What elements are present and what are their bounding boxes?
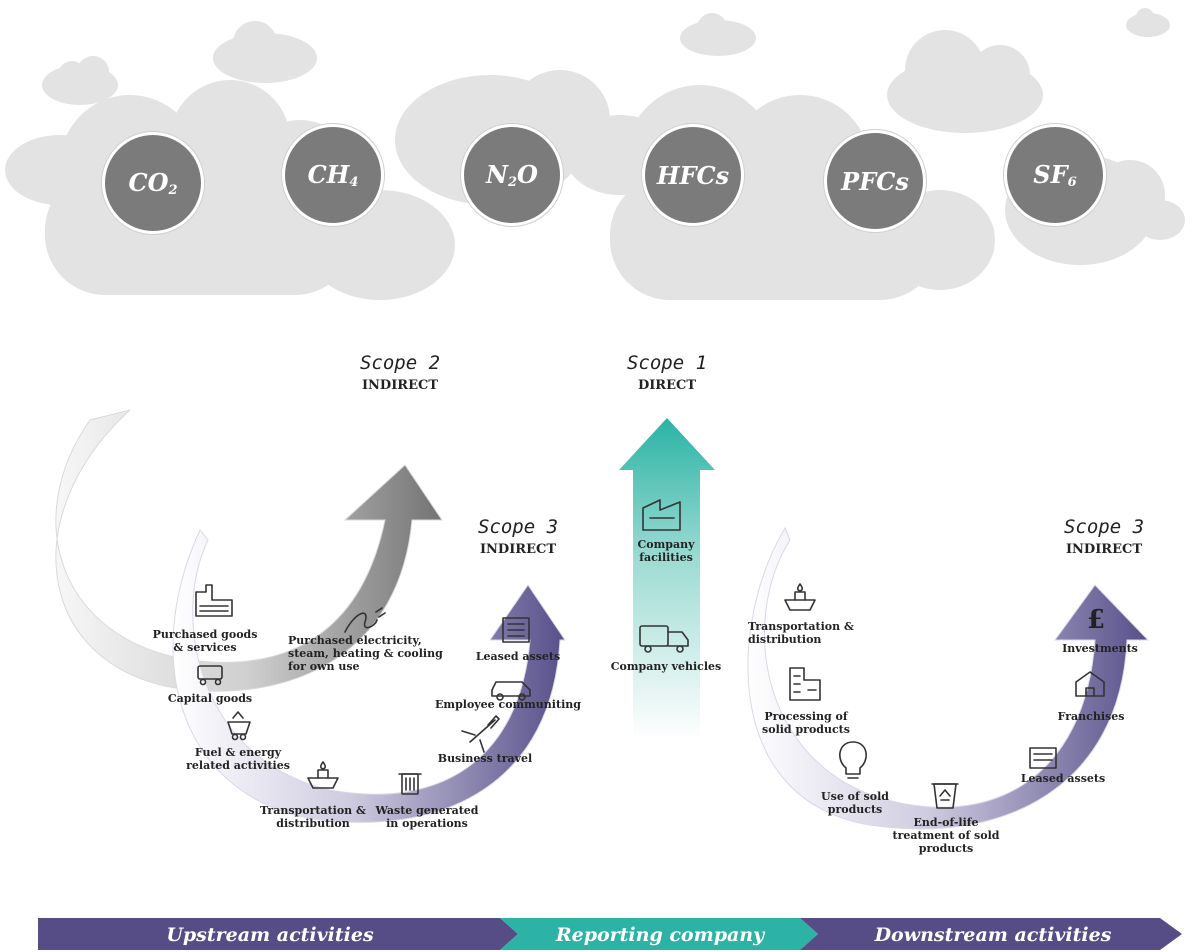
scope1-title: Scope 1 <box>626 352 708 374</box>
label-company-facilities: Company facilities <box>637 538 695 564</box>
scope2-arrow <box>55 409 443 692</box>
lightbulb-icon <box>839 741 867 779</box>
cloud-left-large <box>5 80 455 300</box>
bottom-band <box>38 918 1182 950</box>
label-end-of-life: End-of-life treatment of sold products <box>892 816 1000 855</box>
band-reporting-label: Reporting company <box>555 924 765 946</box>
label-downstream-transportation: Transportation & distribution <box>748 620 854 646</box>
scope3-downstream-subtitle: INDIRECT <box>1065 542 1143 557</box>
gas-n2o-label: N2O <box>486 160 538 190</box>
gas-co2-label: CO2 <box>128 168 178 198</box>
car-icon <box>491 681 531 701</box>
scope2-title: Scope 2 <box>359 352 441 374</box>
facility-icon <box>642 499 681 531</box>
scope1-subtitle: DIRECT <box>637 378 697 393</box>
cloud-small-left <box>42 56 118 105</box>
label-processing: Processing of solid products <box>762 710 850 736</box>
label-purchased-goods: Purchased goods & services <box>152 628 258 654</box>
cloud-tiny-corner <box>1126 8 1170 37</box>
gas-hfcs-label: HFCs <box>656 160 730 190</box>
factory-icon <box>195 584 233 617</box>
label-upstream-leased-assets: Leased assets <box>475 650 561 663</box>
cloud-small-top <box>213 21 317 83</box>
gas-hfcs: HFCs <box>642 124 744 226</box>
scope3-downstream-title: Scope 3 <box>1063 516 1145 538</box>
airplane-icon <box>461 715 500 753</box>
label-company-vehicles: Company vehicles <box>610 660 722 673</box>
plug-icon <box>344 607 386 633</box>
label-upstream-transportation: Transportation & distribution <box>260 804 366 830</box>
gas-ch4-label: CH4 <box>307 160 359 190</box>
gas-pfcs: PFCs <box>824 130 926 232</box>
label-downstream-leased-assets: Leased assets <box>1020 772 1106 785</box>
label-use-of-sold-products: Use of sold products <box>821 790 889 816</box>
scope1-arrow <box>619 418 715 740</box>
cloud-top-right <box>887 30 1043 133</box>
truck-icon <box>197 665 223 686</box>
gas-co2: CO2 <box>102 132 204 234</box>
cloud-small-right-top <box>680 13 756 56</box>
label-franchises: Franchises <box>1057 710 1125 723</box>
scope2-subtitle: INDIRECT <box>361 378 439 393</box>
band-upstream-label: Upstream activities <box>166 924 374 946</box>
processing-factory-icon <box>789 667 821 701</box>
gas-sf6: SF6 <box>1004 124 1106 226</box>
gas-pfcs-label: PFCs <box>841 166 909 196</box>
gas-sf6-label: SF6 <box>1033 160 1077 190</box>
label-employee-commuting: Employee communiting <box>435 698 581 711</box>
label-investments: Investments <box>1062 642 1138 655</box>
band-downstream-label: Downstream activities <box>874 924 1112 946</box>
scope3-downstream-arrow <box>747 526 1150 830</box>
lorry-icon <box>639 625 689 653</box>
scope3-upstream-subtitle: INDIRECT <box>479 542 557 557</box>
scope3-upstream-arrow <box>172 529 566 823</box>
gas-ch4: CH4 <box>282 124 384 226</box>
label-waste: Waste generated in operations <box>375 804 479 830</box>
label-capital-goods: Capital goods <box>167 692 253 705</box>
label-fuel-energy: Fuel & energy related activities <box>186 746 290 772</box>
mine-cart-icon <box>227 711 251 741</box>
label-business-travel: Business travel <box>437 752 533 765</box>
waste-bin-icon <box>398 773 422 795</box>
building-icon <box>502 617 530 643</box>
office-building-icon <box>1029 747 1057 769</box>
ship-icon <box>307 761 339 789</box>
recycle-bin-icon <box>931 783 959 809</box>
gas-n2o: N2O <box>461 124 563 226</box>
franchise-shop-icon <box>1075 671 1105 697</box>
scope3-upstream-title: Scope 3 <box>477 516 559 538</box>
pound-icon: £ <box>1087 605 1105 635</box>
label-purchased-electricity: Purchased electricity, steam, heating & … <box>288 634 443 673</box>
ship-icon-downstream <box>784 583 816 611</box>
